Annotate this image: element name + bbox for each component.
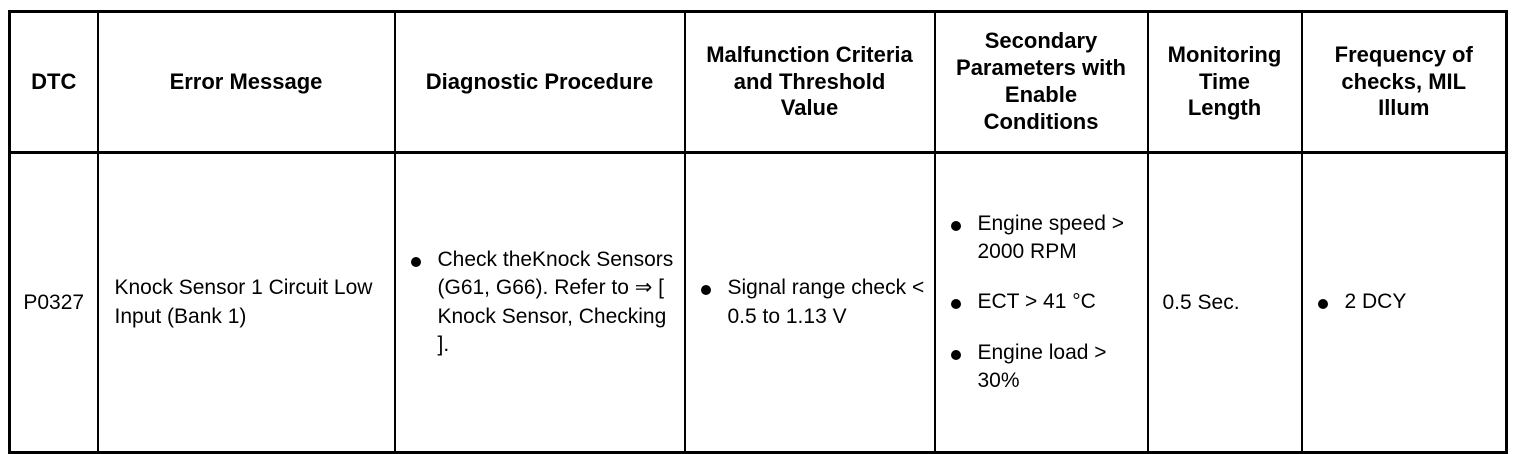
column-header-monitoring-time-length-line-2: Time: [1199, 68, 1250, 94]
list-item-label: 2 DCY: [1344, 290, 1407, 314]
column-header-diagnostic-procedure-line-1: Diagnostic Procedure: [425, 68, 654, 94]
list-item-label: Engine speed > 2000 RPM: [977, 211, 1125, 263]
bullet-icon: [950, 299, 961, 310]
column-header-malfunction-criteria: Malfunction Criteria and Threshold Value: [683, 11, 936, 154]
list-item-label: Signal range check < 0.5 to 1.13 V: [727, 276, 925, 328]
list-item-label: ECT > 41 °C: [977, 290, 1096, 314]
dtc-code: P0327: [23, 290, 85, 314]
column-header-secondary-parameters: Secondary Parameters with Enable Conditi…: [933, 11, 1149, 154]
diagnostic-procedure-list: Check theKnock Sensors (G61, G66). Refer…: [402, 246, 678, 359]
column-header-frequency-of-checks-line-1: Frequency of: [1334, 41, 1473, 67]
bullet-icon: [950, 349, 961, 360]
column-header-diagnostic-procedure: Diagnostic Procedure: [393, 11, 686, 154]
dtc-table-container: DTC Error Message Diagnostic Procedure M…: [8, 10, 1508, 454]
column-header-error-message-line-1: Error Message: [169, 68, 323, 94]
column-header-secondary-parameters-line-4: Conditions: [983, 108, 1099, 134]
column-header-monitoring-time-length-line-3: Length: [1187, 95, 1262, 121]
cell-dtc: P0327: [8, 152, 99, 453]
cell-frequency-of-checks: 2 DCY: [1300, 152, 1508, 453]
column-header-dtc-line-1: DTC: [31, 68, 77, 94]
list-item: Check theKnock Sensors (G61, G66). Refer…: [402, 246, 678, 359]
bullet-icon: [1317, 299, 1328, 310]
column-header-malfunction-criteria-line-3: Value: [780, 95, 839, 121]
column-header-secondary-parameters-line-3: Enable: [1004, 82, 1078, 107]
column-header-frequency-of-checks-line-2: checks, MIL: [1341, 68, 1467, 94]
secondary-parameters-list: Engine speed > 2000 RPM ECT > 41 °C Engi…: [942, 210, 1141, 396]
cell-secondary-parameters: Engine speed > 2000 RPM ECT > 41 °C Engi…: [933, 152, 1149, 453]
column-header-malfunction-criteria-line-2: and Threshold: [733, 68, 886, 94]
cell-monitoring-time-length: 0.5 Sec.: [1146, 152, 1303, 453]
list-item: 2 DCY: [1309, 288, 1500, 316]
bullet-icon: [950, 220, 961, 231]
column-header-secondary-parameters-line-1: Secondary: [984, 28, 1098, 54]
monitoring-time-length-value: 0.5 Sec.: [1162, 290, 1240, 314]
cell-error-message: Knock Sensor 1 Circuit Low Input (Bank 1…: [96, 152, 396, 453]
list-item: Signal range check < 0.5 to 1.13 V: [692, 274, 928, 331]
cell-diagnostic-procedure: Check theKnock Sensors (G61, G66). Refer…: [393, 152, 686, 453]
table-row: P0327 Knock Sensor 1 Circuit Low Input (…: [8, 152, 1508, 453]
list-item: Engine speed > 2000 RPM: [942, 210, 1141, 267]
column-header-error-message: Error Message: [96, 11, 396, 154]
table-header-row: DTC Error Message Diagnostic Procedure M…: [8, 11, 1508, 154]
list-item: ECT > 41 °C: [942, 288, 1141, 316]
bullet-icon: [700, 285, 711, 296]
dtc-table: DTC Error Message Diagnostic Procedure M…: [8, 10, 1508, 454]
column-header-dtc: DTC: [8, 11, 99, 154]
list-item-label: Engine load > 30%: [977, 340, 1107, 393]
cell-malfunction-criteria: Signal range check < 0.5 to 1.13 V: [683, 152, 936, 453]
column-header-monitoring-time-length-line-1: Monitoring: [1167, 41, 1282, 67]
error-message-text: Knock Sensor 1 Circuit Low Input (Bank 1…: [114, 276, 373, 328]
malfunction-criteria-list: Signal range check < 0.5 to 1.13 V: [692, 274, 928, 331]
column-header-frequency-of-checks: Frequency of checks, MIL Illum: [1300, 11, 1508, 154]
column-header-monitoring-time-length: Monitoring Time Length: [1146, 11, 1303, 154]
frequency-of-checks-list: 2 DCY: [1309, 288, 1500, 316]
bullet-icon: [410, 256, 421, 267]
list-item-label: Check theKnock Sensors (G61, G66). Refer…: [437, 247, 674, 356]
list-item: Engine load > 30%: [942, 339, 1141, 396]
column-header-malfunction-criteria-line-1: Malfunction Criteria: [706, 41, 913, 67]
column-header-secondary-parameters-line-2: Parameters with: [956, 55, 1126, 81]
column-header-frequency-of-checks-line-3: Illum: [1378, 95, 1430, 121]
